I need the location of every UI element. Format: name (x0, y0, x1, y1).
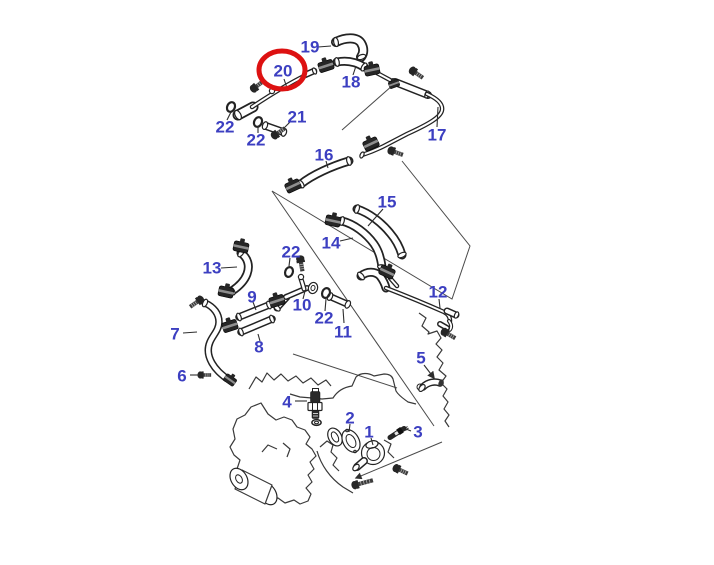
bolt-icon (406, 64, 426, 82)
leader-line-2 (348, 423, 351, 433)
sensor-3-graphic (387, 426, 409, 440)
leader-line-22a (226, 111, 232, 121)
leader-line-14 (339, 237, 354, 242)
leader-line-19 (317, 45, 332, 48)
hose-clamp-icon (232, 236, 251, 254)
part-label-13[interactable]: 13 (203, 259, 222, 278)
part-label-11[interactable]: 11 (334, 323, 352, 342)
part-label-15[interactable]: 15 (378, 193, 397, 212)
part-label-2[interactable]: 2 (345, 409, 354, 428)
leader-line-22d (324, 298, 327, 312)
outlet-pipe-10-graphic (273, 273, 319, 312)
part-label-14[interactable]: 14 (322, 234, 341, 253)
hose-clamp-icon (324, 210, 343, 228)
fitting-5-graphic (416, 378, 444, 393)
leader-line-18 (352, 65, 357, 76)
leader-line-8 (257, 333, 261, 342)
leader-line-10 (302, 290, 306, 300)
tube-8-graphic (237, 314, 276, 337)
part-label-8[interactable]: 8 (254, 338, 263, 357)
hose-18-graphic (332, 56, 369, 72)
sensor-4-graphic (307, 388, 323, 419)
leader-line-21 (283, 120, 292, 129)
leader-line-15 (367, 208, 384, 227)
part-label-19[interactable]: 19 (301, 38, 320, 57)
part-label-21[interactable]: 21 (288, 108, 307, 127)
hose-15-graphic (352, 204, 407, 260)
leader-line-1 (370, 437, 374, 446)
thermostat-1-graphic (352, 440, 386, 472)
leader-line-13 (220, 266, 238, 269)
washer-icon (311, 418, 322, 427)
part-label-10[interactable]: 10 (293, 296, 312, 315)
part-label-9[interactable]: 9 (247, 288, 256, 307)
gasket-2-graphic (327, 427, 361, 454)
pipe-11-graphic (326, 292, 352, 309)
hose-16-graphic (296, 156, 354, 189)
leader-line-12 (438, 298, 441, 309)
leader-line-7 (182, 331, 198, 334)
part-label-3[interactable]: 3 (413, 423, 422, 442)
part-label-22d[interactable]: 22 (315, 309, 334, 328)
leader-line-5 (423, 364, 435, 380)
pipe-17-graphic (359, 70, 445, 159)
part-label-7[interactable]: 7 (170, 325, 179, 344)
leader-line-16 (325, 160, 329, 169)
part-label-4[interactable]: 4 (282, 393, 292, 412)
part-label-5[interactable]: 5 (416, 349, 425, 368)
part-label-22a[interactable]: 22 (216, 118, 235, 137)
bolt-icon (197, 371, 212, 379)
engine-outline (229, 312, 450, 506)
bolt-icon (385, 145, 405, 160)
o-ring-icon (282, 264, 296, 280)
hose-clamp-icon (315, 55, 336, 74)
leader-line-9 (252, 301, 257, 311)
leader-line-11 (342, 308, 345, 324)
highlight-circle-part-20 (256, 48, 308, 92)
hose-7-graphic (201, 298, 230, 382)
part-label-22b[interactable]: 22 (247, 131, 266, 150)
hose-clamp-icon (282, 174, 303, 195)
part-label-17[interactable]: 17 (428, 126, 447, 145)
construction-lines (271, 84, 471, 480)
bolt-icon (350, 475, 375, 491)
part-label-22c[interactable]: 22 (282, 243, 301, 262)
leader-line-22c (288, 257, 291, 267)
labels-layer: 1920181722222116151413221092211127865421… (170, 38, 447, 446)
part-label-16[interactable]: 16 (315, 146, 334, 165)
part-label-18[interactable]: 18 (342, 73, 361, 92)
part-label-6[interactable]: 6 (177, 367, 186, 386)
leader-line-3 (405, 428, 412, 432)
bolt-icon (187, 293, 207, 311)
hose-19-graphic (331, 33, 369, 62)
part-label-20[interactable]: 20 (274, 62, 293, 81)
bolt-icon (390, 462, 410, 478)
pipe-12-graphic (356, 267, 460, 333)
highlight-layer (256, 48, 308, 92)
hose-clamp-icon (217, 281, 236, 299)
leader-line-17 (436, 106, 439, 128)
part-label-1[interactable]: 1 (364, 423, 373, 442)
part-label-12[interactable]: 12 (429, 283, 448, 302)
